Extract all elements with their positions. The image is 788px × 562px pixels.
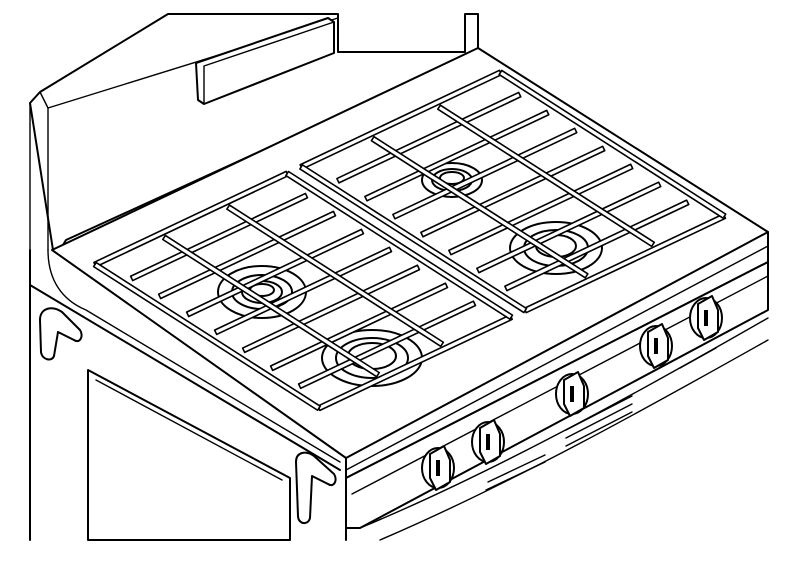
grate-right-rod-crossbar <box>436 104 656 248</box>
knob-3[interactable] <box>555 371 589 417</box>
left-side-panel <box>29 249 341 541</box>
grate-left-rod-bar <box>129 192 309 282</box>
grate-right-rod-bar <box>448 163 634 256</box>
grate-right-rod-bar <box>420 145 606 238</box>
grate-left-rod-bar <box>157 210 337 300</box>
grate-left-rod-bar <box>213 246 393 336</box>
grate-right-rod-bar <box>476 181 662 274</box>
grate-left-rod-bar <box>297 300 477 390</box>
knob-1[interactable] <box>421 445 455 491</box>
grate-right <box>299 69 727 314</box>
grate-left-rod-bar <box>269 282 449 372</box>
grate-right-rod-frame-left <box>299 164 528 314</box>
grate-right-rod-frame-right <box>498 69 727 219</box>
knob-2[interactable] <box>471 419 505 465</box>
grate-left-rod-crossbar <box>161 234 381 378</box>
control-panel-vents <box>485 347 717 491</box>
grate-left-rod-bar <box>241 264 421 354</box>
knob-4[interactable] <box>639 323 673 369</box>
grate-right-rod-bar <box>504 199 690 292</box>
backguard-display-window <box>195 17 335 105</box>
grate-right-rod-bar <box>336 91 522 184</box>
grate-right-rod-bar <box>364 109 550 202</box>
side-panel-recess <box>87 369 291 541</box>
grate-left-rod-frame-left <box>92 261 321 412</box>
knob-5[interactable] <box>689 295 723 341</box>
grate-right-rod-bar <box>392 127 578 220</box>
grate-left-rod-crossbar <box>226 204 445 348</box>
grate-left-rod-bar <box>185 228 365 318</box>
grate-right-rod-crossbar <box>370 135 589 279</box>
grate-left <box>92 170 514 412</box>
burner-left-front <box>321 329 423 387</box>
side-clip-lower <box>295 451 337 524</box>
side-clip-upper <box>39 307 83 361</box>
grate-left-rod-frame-right <box>285 170 514 320</box>
